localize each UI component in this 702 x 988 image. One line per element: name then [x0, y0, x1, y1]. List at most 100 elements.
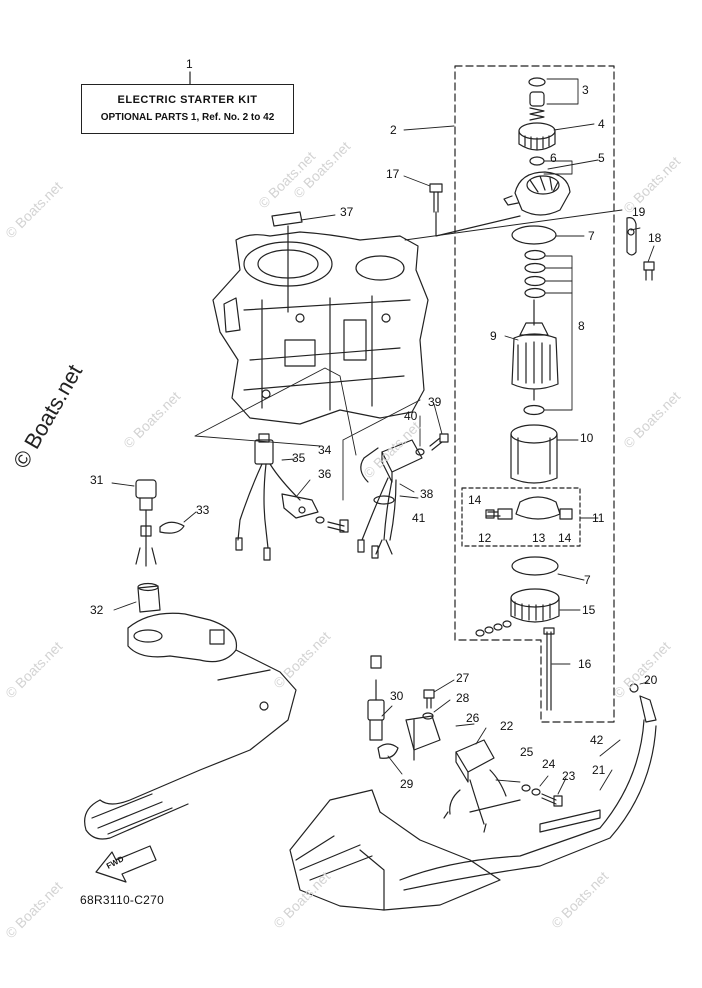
callout-27[interactable]: 27: [456, 671, 470, 685]
callout-leaders: [387, 78, 655, 795]
bushing-32: [137, 582, 161, 613]
callout-39[interactable]: 39: [428, 395, 442, 409]
callout-7[interactable]: 7: [588, 229, 595, 243]
bolt-23: [541, 793, 563, 807]
relay-34: [254, 433, 274, 465]
starter-yoke: [510, 424, 558, 484]
kit-subtitle: OPTIONAL PARTS 1, Ref. No. 2 to 42: [100, 112, 275, 123]
callout-34[interactable]: 34: [318, 443, 332, 457]
bolt-18: [643, 261, 655, 281]
callout-28[interactable]: 28: [456, 691, 470, 705]
clip-37: [271, 211, 303, 313]
collar-25: [521, 784, 531, 792]
starter-upper-bracket: [503, 171, 571, 216]
callout-18[interactable]: 18: [648, 231, 662, 245]
wire-38: [357, 447, 397, 559]
starter-brush-holder: [485, 496, 573, 520]
washer-28: [422, 712, 434, 720]
callout-42[interactable]: 42: [590, 733, 604, 747]
collar-40: [415, 448, 425, 456]
callout-21[interactable]: 21: [592, 763, 606, 777]
starter-washer-6: [529, 156, 545, 166]
clamp-29: [377, 743, 399, 759]
callout-14-right[interactable]: 14: [558, 531, 572, 545]
callout-32[interactable]: 32: [90, 603, 104, 617]
terminal-19: [626, 217, 637, 256]
callout-41[interactable]: 41: [412, 511, 426, 525]
cable-terminal-20: [629, 683, 657, 723]
wire-harness-34: [235, 463, 301, 561]
callout-8[interactable]: 8: [578, 319, 585, 333]
callout-19[interactable]: 19: [632, 205, 646, 219]
callout-11[interactable]: 11: [592, 511, 605, 525]
clip-33: [159, 521, 185, 534]
callout-15[interactable]: 15: [582, 603, 596, 617]
starter-cable-21-42: [399, 719, 657, 891]
bottom-cowling: [289, 789, 501, 911]
callout-7-lower[interactable]: 7: [584, 573, 591, 587]
brush-holder-group-box: [461, 487, 581, 547]
callout-9[interactable]: 9: [490, 329, 497, 343]
starter-shim-washers: [524, 249, 546, 299]
callout-37[interactable]: 37: [340, 205, 354, 219]
callout-35[interactable]: 35: [292, 451, 306, 465]
callout-6[interactable]: 6: [550, 151, 557, 165]
callout-4[interactable]: 4: [598, 117, 605, 131]
callout-13[interactable]: 13: [532, 531, 546, 545]
starter-through-bolt: [543, 627, 555, 711]
bolt-17: [429, 183, 521, 237]
callout-23[interactable]: 23: [562, 769, 576, 783]
callout-33[interactable]: 33: [196, 503, 210, 517]
callout-40[interactable]: 40: [404, 409, 418, 423]
starter-collar: [529, 91, 545, 107]
callout-29[interactable]: 29: [400, 777, 414, 791]
callout-25[interactable]: 25: [520, 745, 534, 759]
starter-washer-lower: [523, 404, 545, 416]
switch-30: [367, 655, 385, 741]
callout-24[interactable]: 24: [542, 757, 556, 771]
bracket-36: [281, 493, 319, 519]
callout-30[interactable]: 30: [390, 689, 404, 703]
callout-2[interactable]: 2: [390, 123, 397, 137]
rectifier-38: [381, 439, 423, 483]
diagram-code: 68R3110-C270: [80, 893, 165, 907]
engine-block: [212, 231, 429, 425]
starter-armature: [511, 299, 559, 401]
callout-22[interactable]: 22: [500, 719, 514, 733]
starter-spring: [529, 107, 545, 121]
band-41: [373, 495, 395, 505]
bolt-39: [429, 433, 449, 451]
kit-title: ELECTRIC STARTER KIT: [117, 94, 258, 106]
callout-38[interactable]: 38: [420, 487, 434, 501]
bolt-36: [315, 516, 349, 533]
starter-pinion: [518, 122, 556, 151]
washer-24: [531, 788, 541, 796]
starter-washers-bottom: [475, 620, 512, 637]
callout-14[interactable]: 14: [468, 493, 482, 507]
callout-5[interactable]: 5: [598, 151, 605, 165]
starter-o-ring-lower: [511, 556, 559, 576]
fwd-arrow-icon: [95, 845, 157, 883]
starter-o-ring-upper: [511, 225, 557, 245]
callout-17[interactable]: 17: [386, 167, 400, 181]
callout-20[interactable]: 20: [644, 673, 658, 687]
callout-1[interactable]: 1: [186, 57, 193, 71]
bolt-27: [423, 689, 435, 709]
starter-pinion-stop: [528, 77, 546, 87]
wire-harness-22: [443, 769, 507, 833]
relay-22: [455, 739, 495, 783]
starter-assembly-boundary: [454, 65, 615, 723]
bracket-26: [405, 715, 441, 761]
callout-16[interactable]: 16: [578, 657, 592, 671]
callout-3[interactable]: 3: [582, 83, 589, 97]
callout-26[interactable]: 26: [466, 711, 480, 725]
kit-title-box: ELECTRIC STARTER KIT OPTIONAL PARTS 1, R…: [81, 84, 294, 134]
callout-36[interactable]: 36: [318, 467, 332, 481]
tiller-handle: [84, 612, 297, 840]
callout-12[interactable]: 12: [478, 531, 492, 545]
callout-31[interactable]: 31: [90, 473, 104, 487]
switch-31: [135, 479, 157, 567]
callout-10[interactable]: 10: [580, 431, 594, 445]
